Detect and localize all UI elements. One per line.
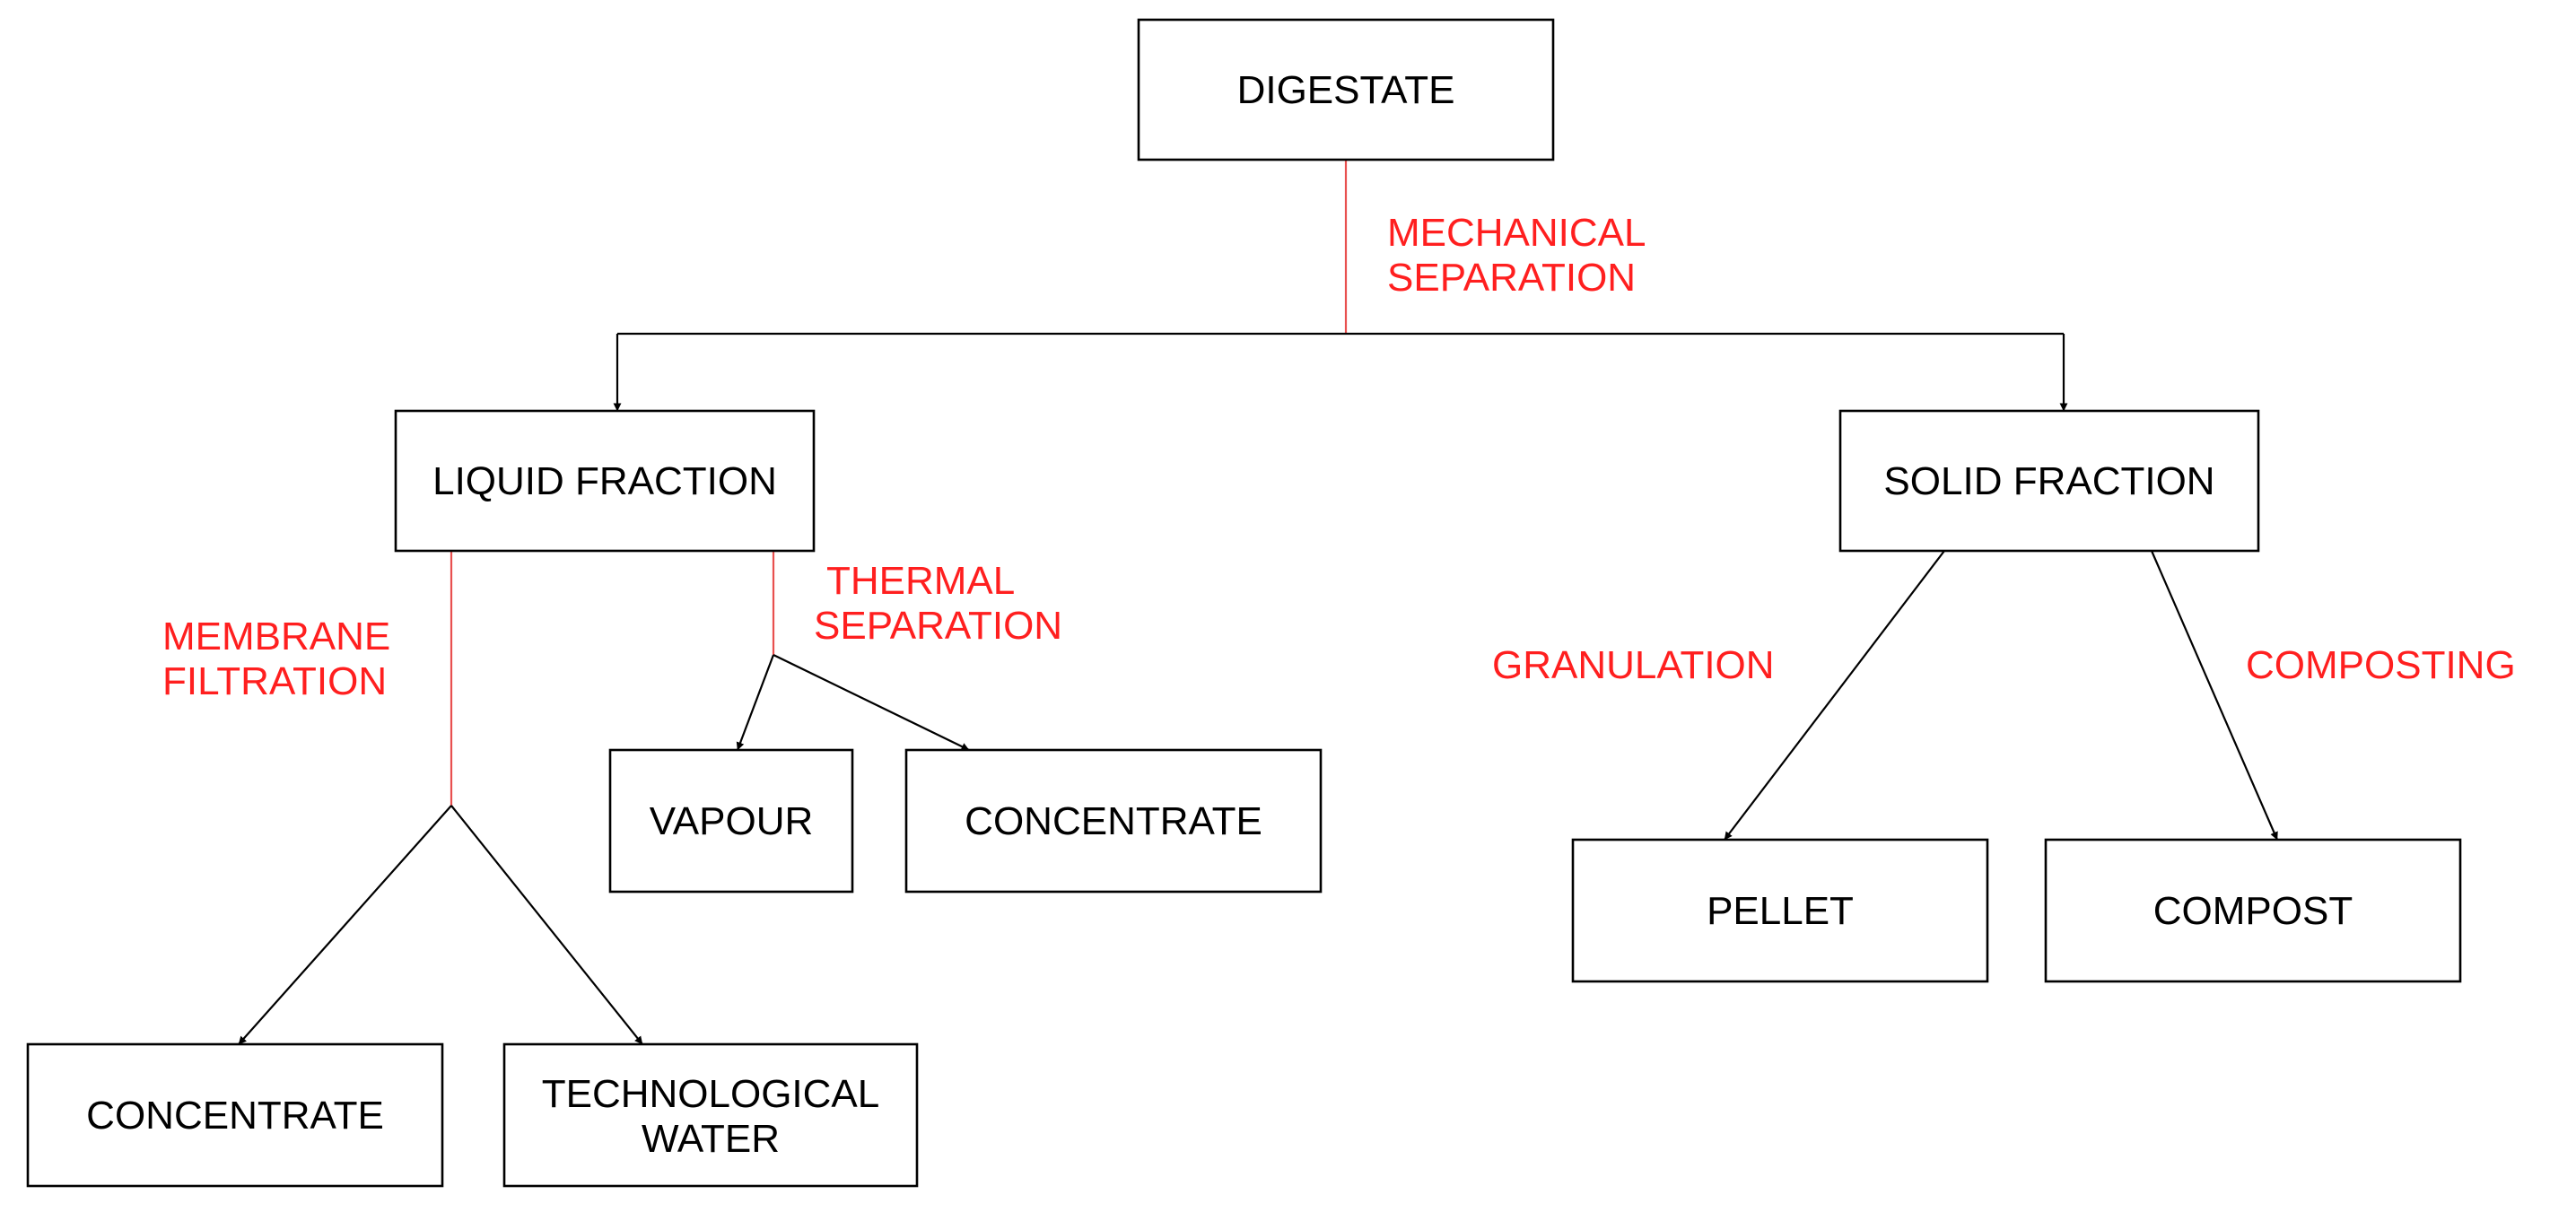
arrow-to-thermal-concentrate (773, 654, 970, 751)
arrow-to-technological-water (450, 805, 643, 1045)
arrow-to-membrane-concentrate (238, 805, 452, 1045)
process-thermal-separation: THERMAL SEPARATION (814, 559, 1062, 648)
arrow-to-compost (2150, 550, 2279, 841)
granulation-label: GRANULATION (1492, 643, 1775, 687)
arrow-to-pellet (1724, 550, 1945, 841)
thermal-separation-label-line2: SEPARATION (814, 604, 1062, 648)
mechanical-separation-label-line2: SEPARATION (1387, 256, 1636, 300)
node-membrane-concentrate: CONCENTRATE (26, 1042, 444, 1188)
membrane-filtration-label-line2: FILTRATION (162, 659, 387, 703)
node-solid-fraction: SOLID FRACTION (1838, 409, 2260, 553)
node-compost-label: COMPOST (2153, 889, 2353, 933)
node-vapour: VAPOUR (608, 748, 854, 894)
node-thermal-concentrate: CONCENTRATE (904, 748, 1323, 894)
mechanical-separation-label-line1: MECHANICAL (1387, 211, 1646, 255)
thermal-separation-label-line1: THERMAL (826, 559, 1015, 603)
node-pellet: PELLET (1571, 838, 1989, 983)
process-membrane-filtration: MEMBRANE FILTRATION (162, 615, 390, 703)
node-vapour-label: VAPOUR (650, 799, 814, 843)
node-digestate-label: DIGESTATE (1237, 68, 1455, 112)
node-thermal-concentrate-label: CONCENTRATE (965, 799, 1262, 843)
node-liquid-fraction-label: LIQUID FRACTION (432, 459, 777, 503)
node-technological-water-label-line2: WATER (642, 1117, 780, 1161)
node-compost: COMPOST (2044, 838, 2462, 983)
node-membrane-concentrate-label: CONCENTRATE (86, 1094, 384, 1138)
process-mechanical-separation: MECHANICAL SEPARATION (1387, 211, 1646, 300)
node-pellet-label: PELLET (1707, 889, 1854, 933)
arrow-to-vapour (736, 654, 775, 751)
membrane-filtration-label-line1: MEMBRANE (162, 615, 390, 658)
node-liquid-fraction: LIQUID FRACTION (394, 409, 816, 553)
node-technological-water-label-line1: TECHNOLOGICAL (542, 1072, 880, 1116)
composting-label: COMPOSTING (2246, 643, 2516, 687)
node-technological-water: TECHNOLOGICAL WATER (502, 1042, 919, 1188)
node-solid-fraction-label: SOLID FRACTION (1883, 459, 2214, 503)
node-digestate: DIGESTATE (1137, 18, 1555, 161)
